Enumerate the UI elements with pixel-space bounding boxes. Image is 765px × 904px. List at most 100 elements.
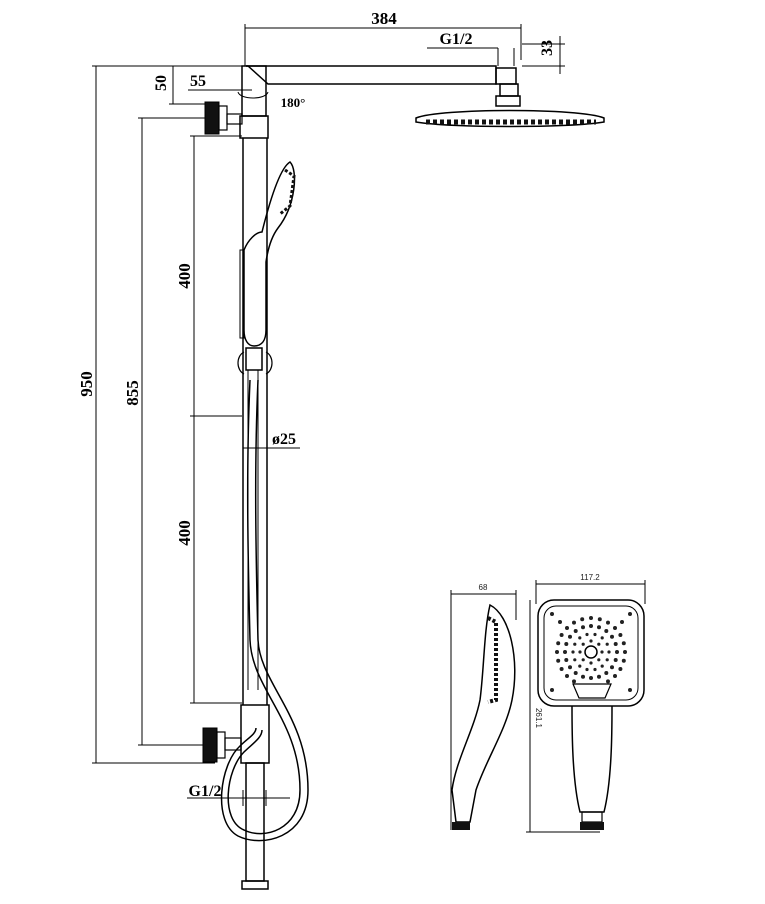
nozzle <box>559 667 564 671</box>
corner-nozzle <box>620 620 624 624</box>
nozzle <box>589 676 593 680</box>
nozzle <box>610 634 614 639</box>
dimension-thread-bottom: G1/2 <box>187 783 290 806</box>
wall-bracket-lower <box>202 727 242 763</box>
nozzle <box>556 641 561 646</box>
nozzle <box>623 650 627 654</box>
nozzle <box>606 679 610 684</box>
nozzle <box>618 667 623 671</box>
corner-nozzle <box>628 688 632 692</box>
dimension-950: 950 <box>77 65 245 764</box>
corner-nozzle <box>558 620 562 624</box>
nozzle <box>621 658 626 663</box>
nozzle <box>597 625 601 630</box>
nozzle <box>606 620 610 625</box>
nozzle <box>585 632 589 637</box>
label-rail-upper: 400 <box>175 263 194 289</box>
shower-rail <box>237 65 273 890</box>
label-pipe-diameter: ø25 <box>272 431 296 448</box>
nozzle <box>571 650 575 654</box>
nozzle <box>568 665 572 670</box>
shower-hose <box>220 379 309 842</box>
rain-shower-head <box>415 109 605 128</box>
label-offset-50: 50 <box>153 75 170 91</box>
nozzle <box>573 629 578 633</box>
nozzle <box>593 632 597 637</box>
nozzle <box>604 671 609 675</box>
nozzle <box>589 639 593 643</box>
label-rotation: 180° <box>281 95 306 110</box>
nozzle <box>565 674 569 678</box>
handshower-mounted <box>239 161 296 347</box>
center-nozzle <box>584 645 598 659</box>
wall-bracket-upper <box>204 101 243 135</box>
nozzle <box>573 658 577 662</box>
dimension-diameter: ø25 <box>243 431 300 449</box>
label-thread-top: G1/2 <box>440 31 473 48</box>
nozzle <box>581 642 585 646</box>
shower-arm: 384 G1/2 33 <box>244 9 565 107</box>
nozzle <box>564 658 569 662</box>
nozzle <box>578 636 582 640</box>
nozzle <box>597 617 602 622</box>
nozzle <box>597 642 601 646</box>
handshower-side-view: 68 <box>450 583 517 830</box>
nozzle <box>573 642 577 646</box>
nozzle <box>621 641 626 646</box>
nozzle <box>564 642 569 646</box>
nozzle <box>581 658 585 662</box>
nozzle <box>578 664 582 668</box>
nozzle <box>563 650 567 654</box>
nozzle <box>580 617 585 622</box>
nozzle <box>597 674 601 679</box>
nozzle <box>565 626 569 630</box>
label-overall-height: 950 <box>77 371 96 397</box>
nozzle <box>572 620 576 625</box>
nozzle <box>585 667 589 672</box>
corner-nozzle <box>550 688 554 692</box>
dimension-400-lower: 400 <box>175 416 242 704</box>
corner-nozzle <box>550 612 554 616</box>
dimension-400-upper: 400 <box>175 135 242 417</box>
label-handshower-depth: 68 <box>479 583 488 592</box>
nozzle <box>597 658 601 662</box>
label-rail-lower: 400 <box>175 520 194 546</box>
nozzle <box>600 650 604 654</box>
nozzle <box>589 624 593 628</box>
nozzle <box>605 642 609 646</box>
nozzle <box>581 625 585 630</box>
dimension-855: 855 <box>123 117 205 746</box>
nozzle <box>578 650 582 654</box>
nozzle <box>613 642 618 646</box>
label-offset-55: 55 <box>190 73 206 90</box>
nozzle <box>607 650 611 654</box>
nozzle <box>593 667 597 672</box>
nozzle <box>589 616 593 620</box>
nozzle <box>615 650 619 654</box>
nozzle <box>581 674 585 679</box>
nozzle <box>589 661 593 665</box>
nozzle <box>605 658 609 662</box>
label-thread-bottom: G1/2 <box>189 783 222 800</box>
label-handshower-length: 261.1 <box>534 708 543 729</box>
spray-nozzles <box>550 612 632 692</box>
nozzle <box>610 665 614 670</box>
nozzle <box>613 658 618 662</box>
nozzle <box>618 633 623 637</box>
nozzle <box>600 636 604 640</box>
nozzle <box>555 650 559 654</box>
nozzle <box>568 634 572 639</box>
nozzle <box>556 658 561 663</box>
label-inlet-height: 855 <box>123 380 142 406</box>
label-handshower-width: 117.2 <box>580 573 600 582</box>
label-arm-length: 384 <box>371 9 397 28</box>
nozzle <box>573 671 578 675</box>
handshower-front-view: 117.2 261.1 <box>526 573 646 833</box>
dimension-50-55: 50 55 180° <box>153 66 305 110</box>
label-drop: 33 <box>539 40 556 56</box>
nozzle <box>572 679 576 684</box>
nozzle <box>559 633 564 637</box>
nozzle <box>604 629 609 633</box>
